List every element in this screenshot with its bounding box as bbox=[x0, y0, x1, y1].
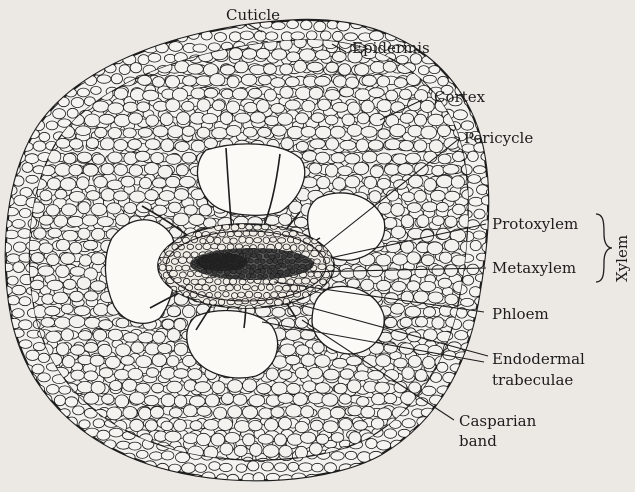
label-metaxylem: Metaxylem bbox=[492, 259, 576, 277]
label-endodermal-line1: Endodermal bbox=[492, 350, 585, 368]
label-xylem: Xylem bbox=[613, 235, 631, 282]
protoxylem-mass bbox=[196, 253, 248, 271]
label-cuticle: Cuticle bbox=[226, 6, 280, 24]
label-cortex: Cortex bbox=[434, 88, 486, 106]
label-protoxylem: Protoxylem bbox=[492, 215, 578, 233]
label-casparian-line2: band bbox=[459, 432, 497, 450]
xylem-brace bbox=[596, 214, 612, 282]
label-endodermal-line2: trabeculae bbox=[492, 371, 573, 389]
label-casparian-line1: Casparian bbox=[459, 412, 537, 430]
label-phloem: Phloem bbox=[492, 305, 549, 323]
label-epidermis: Epidermis bbox=[352, 39, 430, 57]
label-pericycle: Pericycle bbox=[464, 129, 533, 147]
